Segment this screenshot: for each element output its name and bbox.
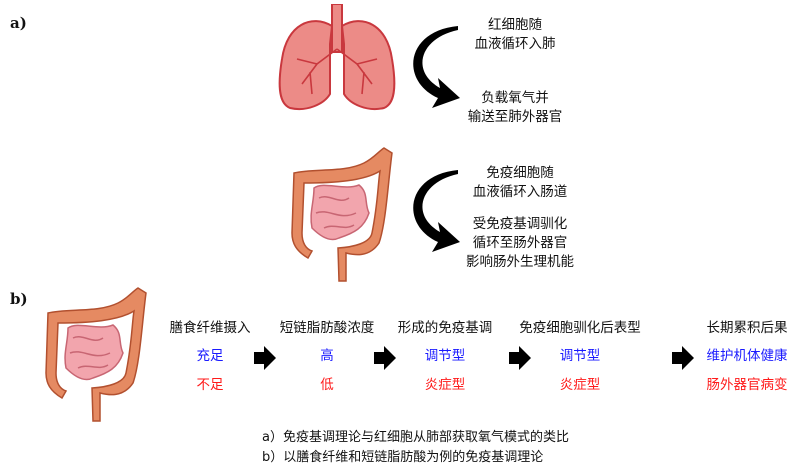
gut-text-line: 免疫细胞随 <box>486 165 554 181</box>
column-header: 短链脂肪酸浓度 <box>279 320 375 336</box>
column-header: 长期累积后果 <box>706 320 788 336</box>
good-value: 充足 <box>196 348 224 364</box>
flow-column: 膳食纤维摄入 充足 不足 <box>135 316 285 393</box>
panel-a-label: a) <box>10 14 27 32</box>
curved-arrow-icon <box>413 26 460 108</box>
curved-arrow-icon <box>413 170 460 252</box>
good-value: 维护机体健康 <box>706 348 788 364</box>
bad-value: 低 <box>320 377 334 393</box>
right-arrow-icon <box>672 346 694 370</box>
bad-value: 炎症型 <box>424 377 466 393</box>
caption-line: a）免疫基调理论与红细胞从肺部获取氧气模式的类比 <box>262 430 569 445</box>
flow-column: 长期累积后果 维护机体健康 肠外器官病变 <box>672 316 799 393</box>
panel-b-label: b) <box>10 290 28 308</box>
right-arrow-icon <box>374 346 396 370</box>
good-value: 调节型 <box>424 348 466 364</box>
flow-column: 短链脂肪酸浓度 高 低 <box>252 316 402 393</box>
lung-text-line: 负载氧气并 <box>481 90 549 106</box>
column-header: 膳食纤维摄入 <box>169 320 251 336</box>
lung-text-line: 输送至肺外器官 <box>467 109 563 125</box>
intestine-illustration <box>291 147 393 282</box>
lungs-illustration <box>278 4 396 110</box>
gut-text-line: 受免疫基调驯化 <box>472 216 568 232</box>
intestine-illustration <box>45 287 147 422</box>
right-arrow-icon <box>254 346 276 370</box>
lung-text-line: 血液循环入肺 <box>474 36 556 52</box>
flow-column: 免疫细胞驯化后表型 调节型 炎症型 <box>505 316 655 393</box>
caption-line: b）以膳食纤维和短链脂肪酸为例的免疫基调理论 <box>262 450 544 465</box>
good-value: 高 <box>320 348 334 364</box>
gut-text-line: 影响肠外生理机能 <box>466 254 574 270</box>
bad-value: 炎症型 <box>559 377 601 393</box>
column-header: 免疫细胞驯化后表型 <box>519 320 641 336</box>
right-arrow-icon <box>509 346 531 370</box>
gut-text-line: 血液循环入肠道 <box>472 184 568 200</box>
good-value: 调节型 <box>559 348 601 364</box>
flow-column: 形成的免疫基调 调节型 炎症型 <box>370 316 520 393</box>
lung-text-line: 红细胞随 <box>488 17 542 33</box>
column-header: 形成的免疫基调 <box>397 320 493 336</box>
bad-value: 肠外器官病变 <box>706 377 788 393</box>
gut-text-line: 循环至肠外器官 <box>472 235 568 251</box>
bad-value: 不足 <box>196 377 224 393</box>
figure-caption: a）免疫基调理论与红细胞从肺部获取氧气模式的类比 b）以膳食纤维和短链脂肪酸为例… <box>262 428 569 468</box>
